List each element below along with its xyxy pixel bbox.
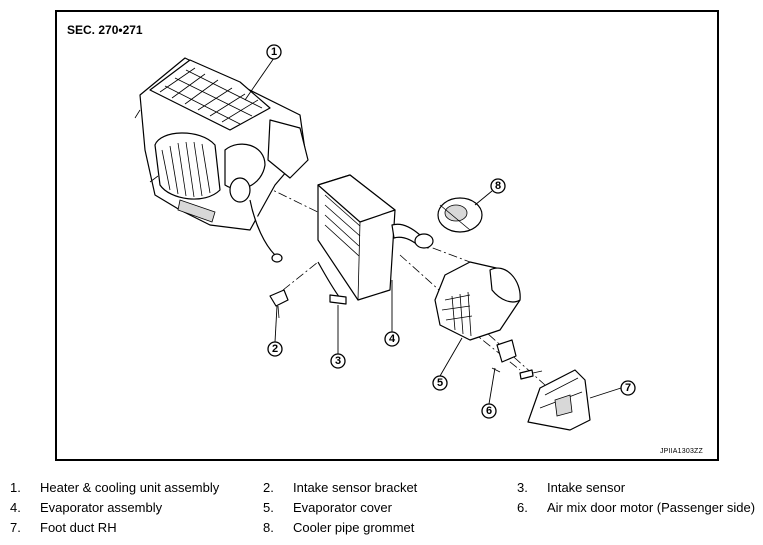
callout-1: 1 — [266, 44, 282, 60]
legend-text: Air mix door motor (Passenger side) — [547, 500, 756, 515]
svg-text:2: 2 — [272, 343, 278, 355]
intake-sensor-drawing — [317, 261, 347, 305]
figure-code: JPIIA1303ZZ — [659, 448, 703, 455]
legend-number: 5. — [263, 500, 274, 515]
legend-number: 8. — [263, 520, 274, 535]
legend-text: Evaporator assembly — [40, 500, 163, 515]
heater-cooling-unit-drawing — [134, 57, 309, 263]
callout-6: 6 — [481, 403, 497, 419]
evaporator-assembly-drawing — [317, 174, 434, 301]
legend-number: 3. — [517, 480, 528, 495]
svg-text:4: 4 — [389, 333, 396, 345]
legend-text: Evaporator cover — [293, 500, 392, 515]
svg-text:6: 6 — [486, 405, 492, 417]
callout-3: 3 — [330, 353, 346, 369]
svg-text:8: 8 — [495, 180, 501, 192]
callout-7: 7 — [620, 380, 636, 396]
evaporator-cover-drawing — [434, 261, 521, 341]
legend-number: 4. — [10, 500, 21, 515]
foot-duct-rh-drawing — [527, 369, 591, 431]
air-mix-door-motor-drawing — [491, 339, 543, 380]
svg-text:7: 7 — [625, 382, 631, 394]
svg-text:5: 5 — [437, 377, 443, 389]
callout-4: 4 — [384, 331, 400, 347]
callout-5: 5 — [432, 375, 448, 391]
callout-2: 2 — [267, 341, 283, 357]
cooler-pipe-grommet-drawing — [437, 197, 483, 233]
section-label: SEC. 270•271 — [67, 23, 143, 37]
callout-8: 8 — [490, 178, 506, 194]
legend-text: Intake sensor bracket — [293, 480, 418, 495]
legend-number: 7. — [10, 520, 21, 535]
legend-text: Foot duct RH — [40, 520, 117, 535]
legend-number: 6. — [517, 500, 528, 515]
leader-lines — [244, 57, 622, 405]
legend-text: Heater & cooling unit assembly — [40, 480, 220, 495]
legend-text: Intake sensor — [547, 480, 626, 495]
svg-text:1: 1 — [271, 46, 277, 58]
legend-number: 2. — [263, 480, 274, 495]
legend-number: 1. — [10, 480, 21, 495]
legend-text: Cooler pipe grommet — [293, 520, 415, 535]
svg-text:3: 3 — [335, 355, 341, 367]
intake-sensor-bracket-drawing — [269, 289, 289, 319]
